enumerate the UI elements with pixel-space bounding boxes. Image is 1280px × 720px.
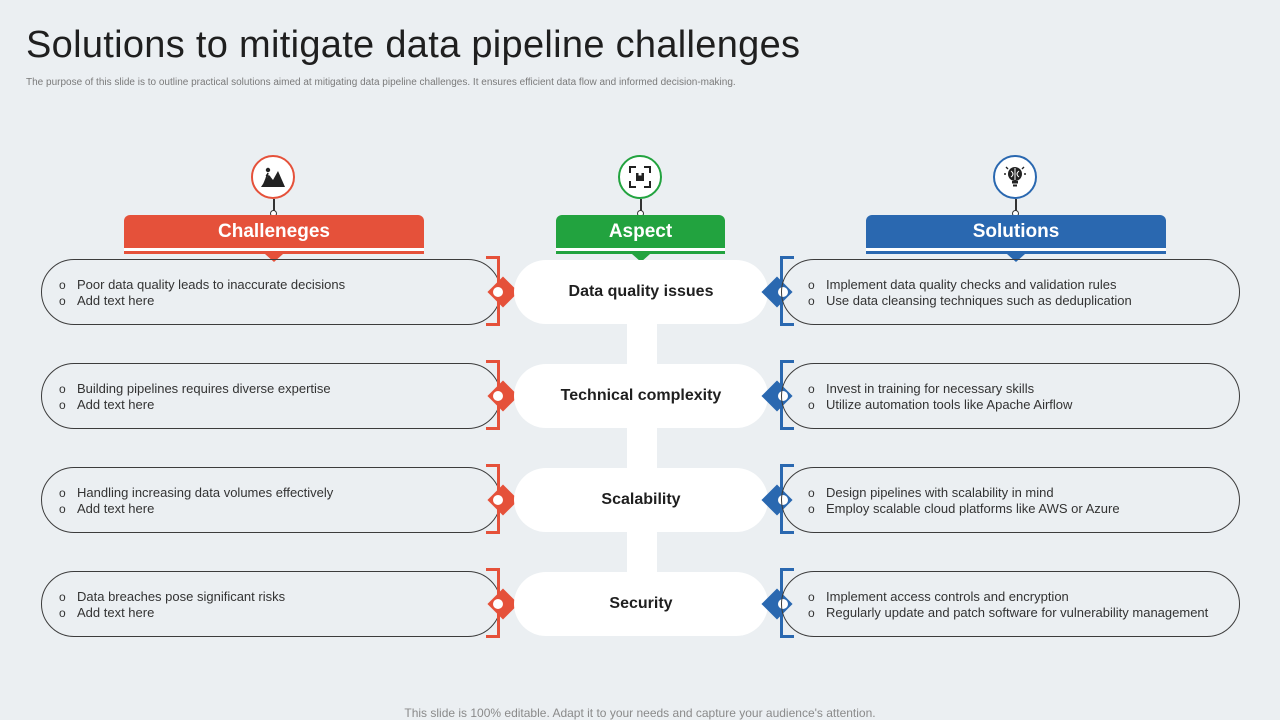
challenge-node [492, 494, 504, 506]
challenge-bullet: Add text here [59, 501, 333, 517]
challenge-card: Building pipelines requires diverse expe… [41, 363, 501, 429]
challenge-card: Handling increasing data volumes effecti… [41, 467, 501, 533]
footer-note: This slide is 100% editable. Adapt it to… [404, 706, 876, 720]
challenge-bullet: Add text here [59, 397, 331, 413]
challenge-list: Building pipelines requires diverse expe… [59, 381, 331, 413]
solution-bullet: Employ scalable cloud platforms like AWS… [808, 501, 1120, 517]
challenge-card: Data breaches pose significant risks Add… [41, 571, 501, 637]
challenge-bullet: Add text here [59, 605, 285, 621]
expand-box-icon [618, 155, 662, 199]
challenge-list: Handling increasing data volumes effecti… [59, 485, 333, 517]
page-title: Solutions to mitigate data pipeline chal… [26, 24, 801, 66]
solution-bullet: Use data cleansing techniques such as de… [808, 293, 1132, 309]
challenge-bullet: Add text here [59, 293, 345, 309]
solution-bullet: Implement access controls and encryption [808, 589, 1208, 605]
solution-card: Invest in training for necessary skills … [781, 363, 1240, 429]
solution-list: Implement data quality checks and valida… [808, 277, 1132, 309]
solution-card: Implement data quality checks and valida… [781, 259, 1240, 325]
solution-list: Design pipelines with scalability in min… [808, 485, 1120, 517]
challenge-node [492, 286, 504, 298]
solutions-header-arrow [1007, 254, 1025, 262]
solution-bullet: Regularly update and patch software for … [808, 605, 1208, 621]
challenge-bullet: Building pipelines requires diverse expe… [59, 381, 331, 397]
aspect-header: Aspect [556, 215, 725, 254]
challenge-list: Data breaches pose significant risks Add… [59, 589, 285, 621]
mountain-climber-icon [251, 155, 295, 199]
aspect-label: Scalability [514, 468, 768, 532]
solutions-stem [1015, 199, 1017, 211]
brain-bulb-icon [993, 155, 1037, 199]
solutions-header: Solutions [866, 215, 1166, 254]
solution-list: Invest in training for necessary skills … [808, 381, 1072, 413]
solution-bullet: Implement data quality checks and valida… [808, 277, 1132, 293]
challenges-stem [273, 199, 275, 211]
solution-bullet: Utilize automation tools like Apache Air… [808, 397, 1072, 413]
aspect-label: Data quality issues [514, 260, 768, 324]
challenge-bullet: Handling increasing data volumes effecti… [59, 485, 333, 501]
challenge-bullet: Poor data quality leads to inaccurate de… [59, 277, 345, 293]
page-subtitle: The purpose of this slide is to outline … [26, 77, 736, 88]
aspect-label: Security [514, 572, 768, 636]
challenge-list: Poor data quality leads to inaccurate de… [59, 277, 345, 309]
solution-list: Implement access controls and encryption… [808, 589, 1208, 621]
challenges-header: Challeneges [124, 215, 424, 254]
solution-bullet: Invest in training for necessary skills [808, 381, 1072, 397]
solution-card: Design pipelines with scalability in min… [781, 467, 1240, 533]
aspect-spine [627, 300, 657, 600]
solution-card: Implement access controls and encryption… [781, 571, 1240, 637]
challenge-node [492, 390, 504, 402]
solution-bullet: Design pipelines with scalability in min… [808, 485, 1120, 501]
challenge-card: Poor data quality leads to inaccurate de… [41, 259, 501, 325]
aspect-stem [640, 199, 642, 211]
challenge-node [492, 598, 504, 610]
challenges-header-arrow [265, 254, 283, 262]
challenge-bullet: Data breaches pose significant risks [59, 589, 285, 605]
aspect-label: Technical complexity [514, 364, 768, 428]
aspect-header-arrow [632, 254, 650, 262]
